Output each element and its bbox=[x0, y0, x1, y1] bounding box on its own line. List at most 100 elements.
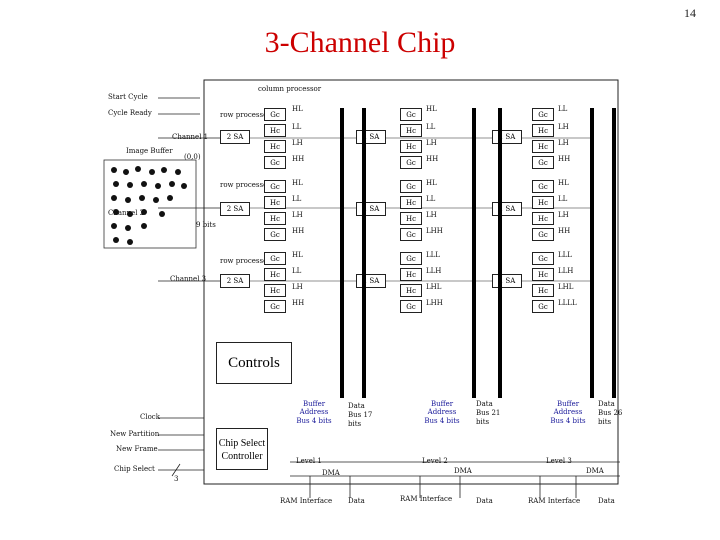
col-sa-3: 1 SA bbox=[356, 274, 386, 288]
diagram-wires bbox=[103, 79, 620, 498]
gate-gc: Gc bbox=[532, 156, 554, 169]
level-1-label: Level 1 bbox=[296, 457, 322, 465]
gate-hc: Hc bbox=[264, 268, 286, 281]
lbl-hh: HH bbox=[426, 155, 439, 163]
gate-gc: Gc bbox=[532, 252, 554, 265]
gate-hc: Hc bbox=[532, 268, 554, 281]
channel1-label: Channel 1 bbox=[172, 133, 209, 141]
lbl-lh: LH bbox=[426, 211, 437, 219]
lbl-hh: LHH bbox=[426, 227, 443, 235]
gate-gc: Gc bbox=[400, 108, 422, 121]
lbl-hl: HL bbox=[426, 105, 437, 113]
gate-gc: Gc bbox=[532, 180, 554, 193]
data-3: Data bbox=[598, 497, 615, 505]
gate-hc: Hc bbox=[400, 268, 422, 281]
row-processor-label-3: row processor bbox=[220, 257, 271, 265]
new-frame-label: New Frame bbox=[116, 445, 158, 453]
bus-label-2: Data Bus 17 bits bbox=[348, 402, 373, 429]
gate-gc: Gc bbox=[400, 156, 422, 169]
lbl-lhl: LHL bbox=[426, 283, 442, 291]
chip-select-controller-box: Chip Select Controller bbox=[216, 428, 268, 470]
bus-label-5: Buffer Address Bus 4 bits bbox=[550, 400, 586, 425]
gate-hc: Hc bbox=[264, 140, 286, 153]
bus-3 bbox=[472, 108, 476, 398]
channel3-label: Channel 3 bbox=[170, 275, 207, 283]
lbl-hh: HH bbox=[558, 155, 571, 163]
gate-hc: Hc bbox=[400, 124, 422, 137]
row-processor-label-2: row processor bbox=[220, 181, 271, 189]
gate-hc: Hc bbox=[532, 196, 554, 209]
dma-label-2: DMA bbox=[454, 467, 472, 475]
gate-gc: Gc bbox=[264, 300, 286, 313]
clock-label: Clock bbox=[140, 413, 160, 421]
bus-5 bbox=[590, 108, 594, 398]
row-sa-1: 2 SA bbox=[220, 130, 250, 144]
chip-select-label: Chip Select bbox=[114, 465, 155, 473]
lbl-ll: LL bbox=[292, 267, 302, 275]
gate-gc: Gc bbox=[400, 252, 422, 265]
lbl-hh: HH bbox=[292, 155, 305, 163]
image-buffer-grid bbox=[111, 166, 187, 245]
ram-interface-1: RAM Interface bbox=[280, 497, 333, 505]
image-buffer-label: Image Buffer bbox=[126, 147, 173, 155]
col-sa-1b: 1 SA bbox=[492, 130, 522, 144]
gate-gc: Gc bbox=[400, 180, 422, 193]
bus-label-1: Buffer Address Bus 4 bits bbox=[296, 400, 332, 425]
gate-hc: Hc bbox=[532, 212, 554, 225]
slide-title: 3-Channel Chip bbox=[264, 26, 456, 59]
bus-label-3: Buffer Address Bus 4 bits bbox=[424, 400, 460, 425]
level-2-label: Level 2 bbox=[422, 457, 448, 465]
bus-label-4: Data Bus 21 bits bbox=[476, 400, 501, 427]
level-3-label: Level 3 bbox=[546, 457, 572, 465]
controls-box: Controls bbox=[216, 342, 292, 384]
gate-hc: Hc bbox=[264, 196, 286, 209]
gate-gc: Gc bbox=[264, 108, 286, 121]
new-partition-label: New Partition bbox=[110, 430, 160, 438]
gate-hc: Hc bbox=[264, 284, 286, 297]
lbl-lll: LLL bbox=[558, 251, 572, 259]
col-sa-1: 1 SA bbox=[356, 130, 386, 144]
architecture-diagram: Start Cycle Cycle Ready Channel 1 Image … bbox=[100, 78, 630, 510]
gate-gc: Gc bbox=[532, 108, 554, 121]
lbl-lh: LH bbox=[558, 123, 569, 131]
data-2: Data bbox=[476, 497, 493, 505]
lbl-hh: HH bbox=[558, 227, 571, 235]
lbl-llll: LLLL bbox=[558, 299, 577, 307]
lbl-hl: HL bbox=[558, 179, 569, 187]
gate-hc: Hc bbox=[532, 140, 554, 153]
gate-gc: Gc bbox=[264, 156, 286, 169]
lbl-ll: LL bbox=[426, 195, 436, 203]
lbl-hl: HL bbox=[292, 251, 303, 259]
lbl-lh: LH bbox=[292, 139, 303, 147]
ram-interface-2: RAM Interface bbox=[400, 495, 453, 503]
dma-label-3: DMA bbox=[586, 467, 604, 475]
lbl-lh: LH bbox=[292, 211, 303, 219]
dma-label-1: DMA bbox=[322, 469, 340, 477]
row-sa-2: 2 SA bbox=[220, 202, 250, 216]
gate-hc: Hc bbox=[400, 212, 422, 225]
lbl-ll: LL bbox=[558, 105, 568, 113]
col-sa-2: 1 SA bbox=[356, 202, 386, 216]
lbl-hl: HL bbox=[426, 179, 437, 187]
lbl-lll: LLL bbox=[426, 251, 440, 259]
lbl-ll: LL bbox=[292, 195, 302, 203]
bus-label-6: Data Bus 26 bits bbox=[598, 400, 623, 427]
bus-1 bbox=[340, 108, 344, 398]
gate-hc: Hc bbox=[264, 124, 286, 137]
row-processor-label-1: row processor bbox=[220, 111, 271, 119]
chip-select-controller-line1: Chip Select bbox=[218, 438, 266, 449]
col-sa-2b: 1 SA bbox=[492, 202, 522, 216]
lbl-lh: LH bbox=[292, 283, 303, 291]
gate-gc: Gc bbox=[532, 228, 554, 241]
lbl-lhl: LHL bbox=[558, 283, 574, 291]
lbl-hh: HH bbox=[292, 299, 305, 307]
origin-label: (0,0) bbox=[184, 153, 201, 161]
start-cycle-label: Start Cycle bbox=[108, 93, 148, 101]
bits-label: 9 bits bbox=[196, 221, 216, 229]
lbl-llh: LLH bbox=[558, 267, 574, 275]
gate-hc: Hc bbox=[532, 124, 554, 137]
lbl-hh: HH bbox=[292, 227, 305, 235]
lbl-lh: LH bbox=[426, 139, 437, 147]
chip-select-width-label: 3 bbox=[174, 475, 179, 483]
channel2-label: Channel 2 bbox=[108, 209, 145, 217]
